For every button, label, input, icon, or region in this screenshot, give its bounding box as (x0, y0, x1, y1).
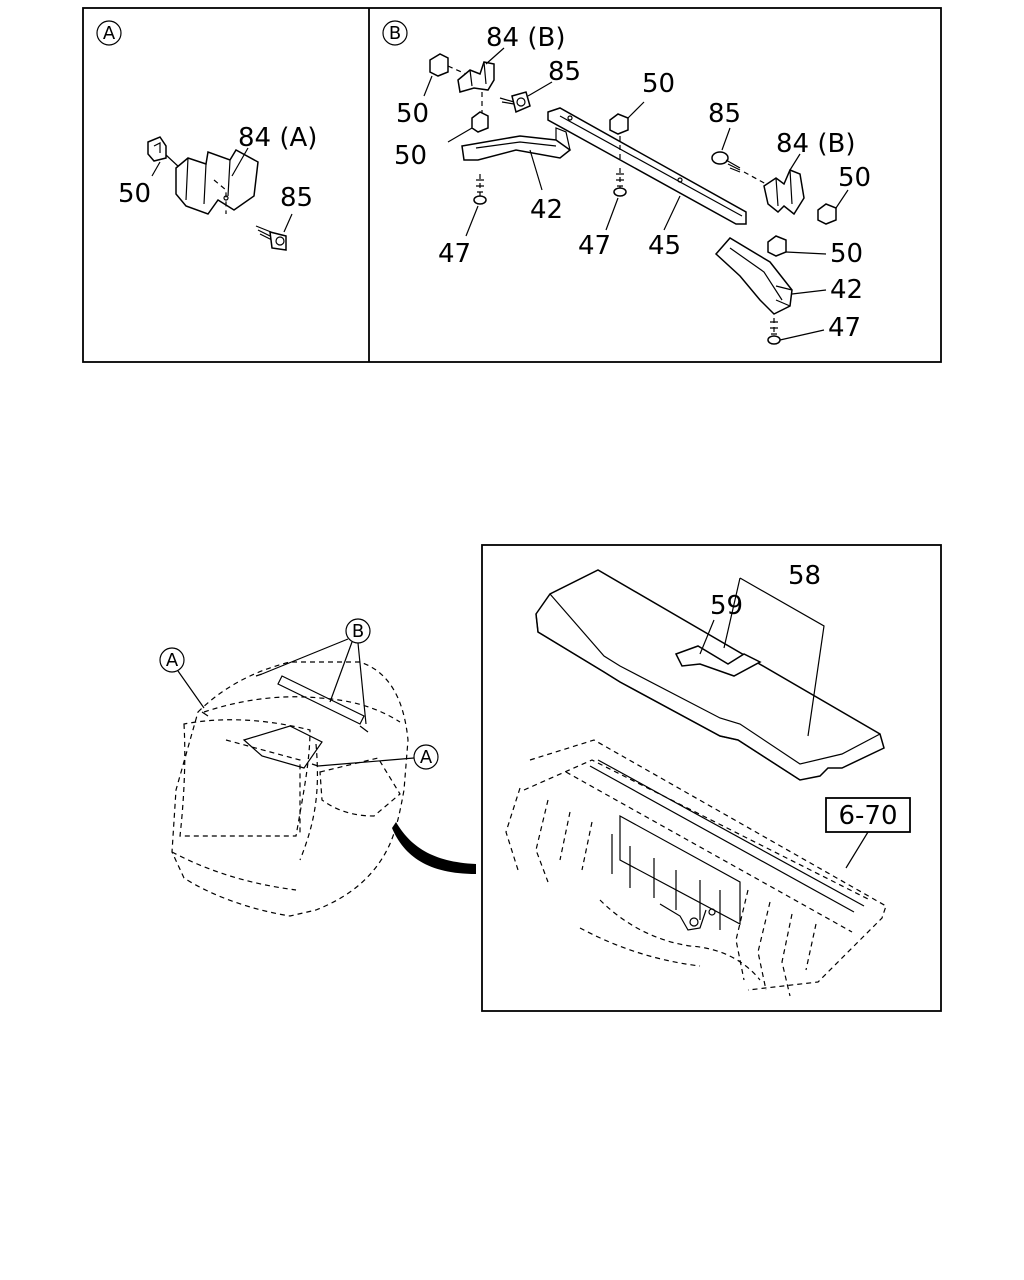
label-84a: 84 (A) (238, 123, 317, 153)
panel-a-marker-text: A (103, 23, 116, 44)
label-84b-2: 84 (B) (776, 129, 855, 159)
rail-42-left (461, 127, 572, 161)
bar-45 (547, 107, 747, 225)
label-45: 45 (648, 231, 681, 261)
vehicle-markers: A B A (159, 618, 439, 770)
clip-50-b4 (817, 203, 837, 225)
label-50-3: 50 (642, 69, 675, 99)
label-85-2: 85 (708, 99, 741, 129)
panel-b-marker (382, 20, 408, 46)
panel-a-marker (96, 20, 122, 46)
clip-50-b3 (609, 113, 629, 135)
label-50-5: 50 (830, 239, 863, 269)
label-85-1: 85 (548, 57, 581, 87)
top-panel-frame (82, 7, 942, 363)
label-47-2: 47 (578, 231, 611, 261)
clip-50-b1 (429, 53, 449, 77)
clip-50-b2 (471, 111, 489, 133)
panel-a: A 50 84 (A) 85 (96, 20, 317, 251)
label-42-1: 42 (530, 195, 563, 225)
label-58: 58 (788, 561, 821, 591)
label-47-1: 47 (438, 239, 471, 269)
pad-59 (674, 645, 762, 677)
panel-b: B (382, 20, 871, 345)
vehicle-marker-a2-text: A (420, 747, 433, 768)
vehicle-marker-b-text: B (352, 621, 364, 642)
label-50: 50 (118, 179, 151, 209)
screw-47-b1 (473, 174, 487, 205)
label-85: 85 (280, 183, 313, 213)
rail-42-right (714, 237, 793, 315)
label-50-4: 50 (838, 163, 871, 193)
label-42-2: 42 (830, 275, 863, 305)
label-59: 59 (710, 591, 743, 621)
detail-arrow (392, 822, 476, 874)
clip-50-a (147, 136, 167, 162)
label-84b-1: 84 (B) (486, 23, 565, 53)
panel-b-marker-text: B (389, 23, 401, 44)
screw-85-b2 (711, 151, 741, 173)
floor-structure (505, 739, 887, 997)
vehicle-marker-a1 (159, 647, 185, 673)
bracket-84b-right (763, 169, 805, 216)
detail-panel-frame (481, 544, 942, 1012)
vehicle-body (171, 661, 409, 917)
clip-50-b5 (767, 235, 787, 257)
vehicle-marker-a1-text: A (166, 650, 179, 671)
screw-85-a (255, 225, 287, 251)
ref-box-text: 6-70 (838, 801, 897, 831)
screw-47-b3 (767, 318, 781, 345)
label-50-2: 50 (394, 141, 427, 171)
label-47-3: 47 (828, 313, 861, 343)
vehicle-marker-a2 (413, 744, 439, 770)
screw-47-b2 (613, 168, 627, 197)
screw-85-b1 (499, 91, 531, 114)
label-50-1: 50 (396, 99, 429, 129)
tray-58 (535, 569, 885, 781)
bracket-84b-left (457, 61, 495, 93)
bracket-84a (175, 148, 259, 215)
